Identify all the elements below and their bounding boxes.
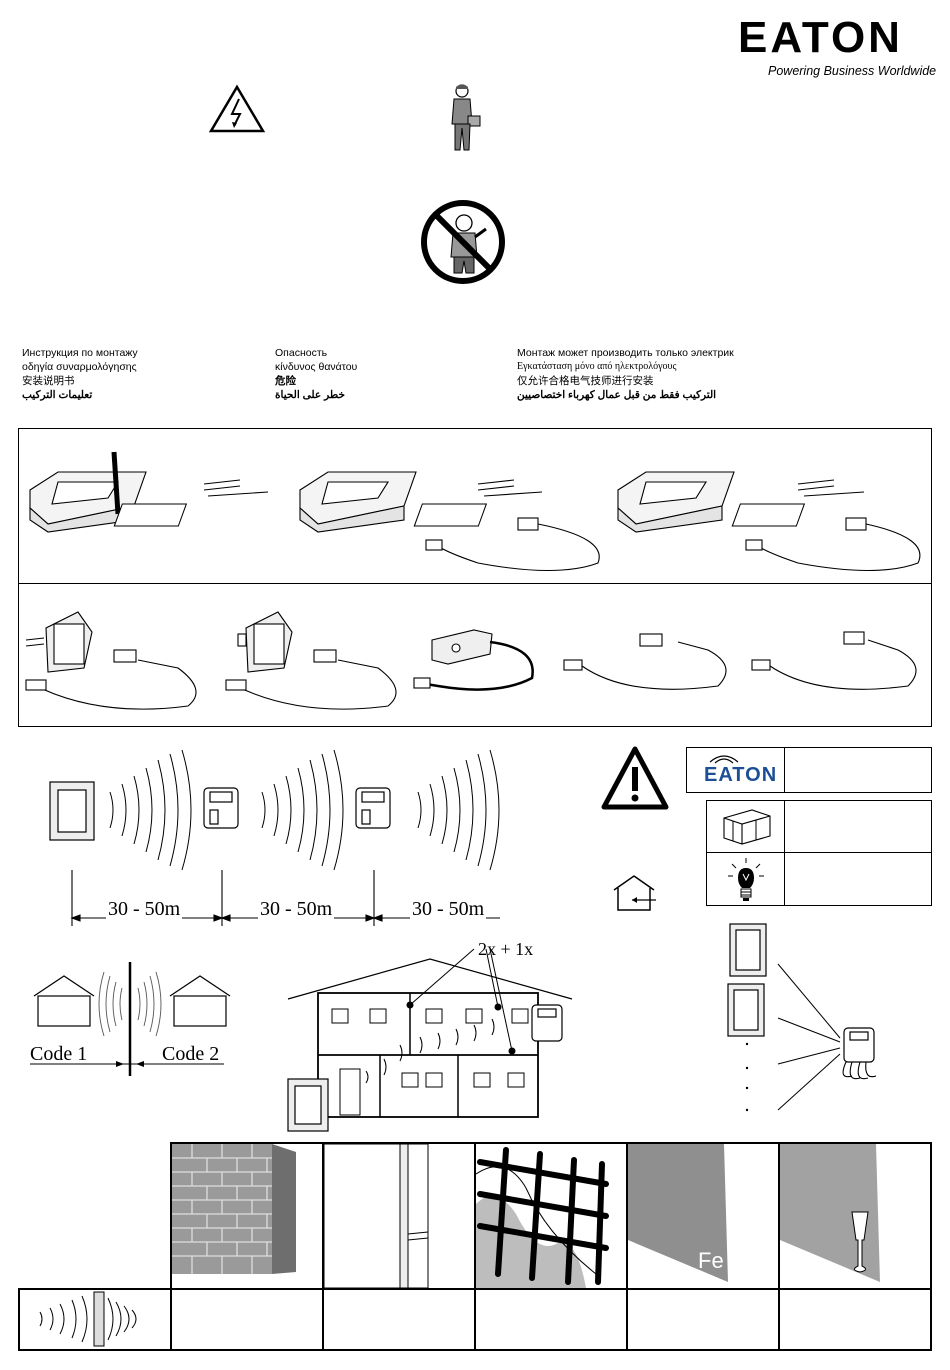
multilingual-col-danger: Опасность κίνδυνος θανάτου 危险 خطر على ال…	[275, 346, 357, 402]
multilingual-col-instructions: Инструкция по монтажу οδηγία συναρμολόγη…	[22, 346, 138, 402]
materials-table	[170, 1142, 932, 1144]
distance-label-1: 30 - 50m	[106, 898, 183, 921]
package-contents-box	[18, 428, 932, 727]
actuator-icon	[843, 1027, 875, 1063]
materials-table-right	[930, 1142, 932, 1350]
legend-divider	[706, 852, 932, 854]
ml-zh: 安装说明书	[22, 375, 75, 387]
gateway-ethernet-2	[617, 471, 921, 572]
materials-table-leftcol	[170, 1142, 172, 1350]
materials-table-col	[474, 1142, 476, 1350]
light-bulb-icon	[728, 858, 764, 901]
reinforced-concrete-icon	[475, 1147, 609, 1288]
ml-el: Εγκατάσταση μόνο από ηλεκτρολόγους	[517, 361, 677, 372]
drywall-icon	[323, 1143, 429, 1289]
actuator-icon	[531, 1004, 563, 1042]
actuator-icon	[203, 787, 391, 829]
wireless-icon	[709, 755, 739, 764]
metal-sheet-icon	[628, 1144, 728, 1282]
ml-ru: Монтаж может производить только электрик	[517, 347, 734, 359]
ml-ar: تعليمات التركيب	[22, 389, 93, 401]
wall-switch-icon	[287, 1078, 329, 1132]
glass-panel-icon	[780, 1144, 880, 1282]
gateway-with-antenna	[29, 451, 269, 533]
ml-zh: 危险	[275, 375, 296, 387]
ml-ru: Инструкция по монтажу	[22, 347, 138, 359]
code-1-label: Code 1	[30, 1043, 88, 1065]
legend-eaton-row	[686, 747, 932, 793]
usb-cable	[563, 633, 727, 690]
metal-fe-label: Fe	[698, 1248, 724, 1273]
signal-wave-icon	[39, 1291, 137, 1347]
ml-ru: Опасность	[275, 347, 328, 359]
contents-divider	[18, 583, 932, 585]
materials-table-col	[322, 1142, 324, 1350]
no-diy-icon	[421, 200, 505, 284]
ml-ar: خطر على الحياة	[275, 389, 345, 401]
package-icon	[723, 809, 771, 845]
eaton-tagline: Powering Business Worldwide	[768, 64, 937, 78]
materials-table-left	[18, 1288, 20, 1350]
gateway-ethernet	[299, 471, 600, 572]
materials-table-col	[626, 1142, 628, 1350]
power-supply-adapter	[413, 629, 534, 691]
ml-el: κίνδυνος θανάτου	[275, 361, 358, 373]
eaton-logo: EATON	[738, 13, 903, 62]
ml-el: οδηγία συναρμολόγησης	[22, 361, 137, 373]
ml-ar: التركيب فقط من قبل عمال كهرباء اختصاصيين	[517, 389, 717, 401]
legend-divider	[784, 747, 786, 793]
multiplier-label: 2x + 1x	[478, 939, 534, 959]
package-contents-illustrations	[25, 451, 921, 710]
building-diagram	[287, 948, 573, 1132]
eaton-wireless-logo: EATON	[704, 764, 778, 786]
distance-label-3: 30 - 50m	[410, 898, 487, 921]
power-supply-eu	[25, 611, 197, 710]
materials-table-col	[778, 1142, 780, 1350]
brick-wall-icon	[172, 1144, 296, 1274]
high-voltage-warning-icon	[208, 84, 266, 133]
code-diagram	[30, 962, 231, 1076]
electrician-icon	[451, 84, 481, 151]
house-indoor-icon	[613, 875, 656, 911]
power-supply-uk	[225, 611, 397, 710]
ml-zh: 仅允许合格电气技师进行安装	[517, 375, 654, 387]
code-2-label: Code 2	[162, 1043, 220, 1065]
caution-icon	[601, 746, 669, 810]
distance-label-2: 30 - 50m	[258, 898, 335, 921]
wall-switch-icon	[49, 781, 95, 841]
multilingual-col-electrician: Монтаж может производить только электрик…	[517, 346, 734, 402]
multi-switch-diagram	[727, 923, 877, 1112]
ethernet-cable	[751, 631, 917, 690]
